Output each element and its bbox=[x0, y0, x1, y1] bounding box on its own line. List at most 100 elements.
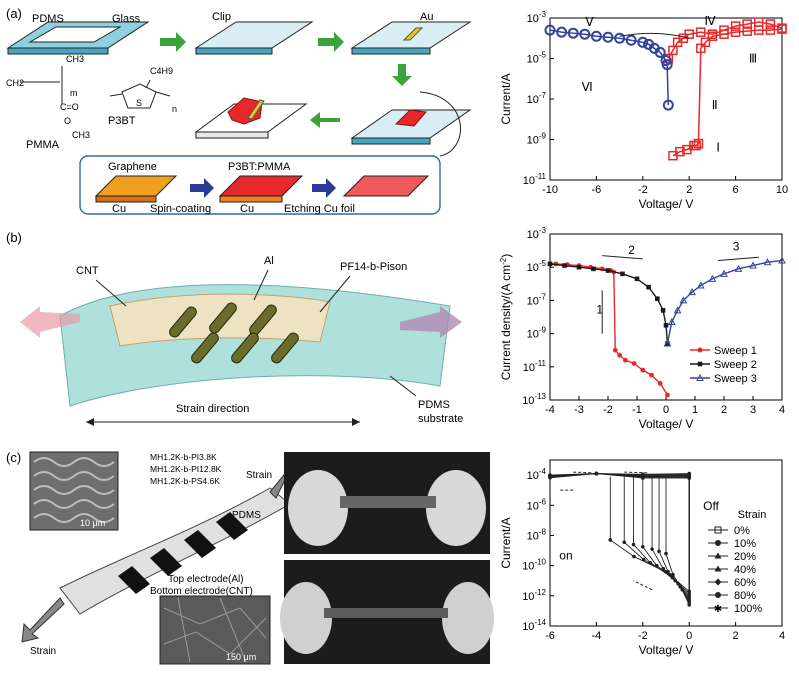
pdms-substrate-label: PDMS bbox=[418, 399, 450, 411]
legend-marker bbox=[714, 578, 722, 586]
electrode-strip bbox=[247, 99, 265, 120]
tick-exponent: -13 bbox=[534, 392, 546, 401]
roman-annotation: Ⅵ bbox=[582, 80, 593, 94]
data-point bbox=[548, 476, 552, 480]
p3bt-label: P3BT bbox=[108, 115, 136, 127]
data-point bbox=[655, 296, 660, 302]
sweep-annotation: 2 bbox=[628, 243, 635, 257]
legend-marker bbox=[697, 361, 703, 367]
electrode-stripe bbox=[216, 512, 248, 540]
chem-m: m bbox=[70, 88, 78, 98]
data-point bbox=[608, 538, 613, 542]
legend-marker bbox=[715, 540, 721, 546]
data-point bbox=[754, 17, 764, 27]
al-electrode bbox=[191, 332, 219, 364]
data-point bbox=[612, 347, 618, 353]
graphene-label: Graphene bbox=[108, 161, 157, 173]
data-point bbox=[765, 19, 776, 29]
pdms-layer bbox=[28, 26, 122, 43]
wrinkle-line bbox=[33, 513, 115, 523]
data-point bbox=[696, 281, 705, 289]
x-tick-label: -1 bbox=[632, 404, 642, 416]
cnt-network bbox=[163, 597, 267, 663]
cnt-label: CNT bbox=[76, 265, 99, 277]
scale-bar-1-label: 10 μm bbox=[80, 518, 105, 528]
al-electrodes bbox=[169, 302, 299, 364]
data-point bbox=[663, 339, 672, 347]
panel-a: (a) PDMS Glass Clip Au CH3 CH2 m C=O O C… bbox=[0, 0, 495, 218]
data-point bbox=[664, 551, 668, 556]
x-tick-label: -2 bbox=[603, 404, 613, 416]
electrode-stripe bbox=[118, 566, 150, 594]
glass-label: Glass bbox=[112, 13, 141, 25]
data-point bbox=[594, 471, 599, 476]
tick-exponent: -11 bbox=[535, 359, 547, 368]
x-tick-label: 10 bbox=[776, 184, 788, 196]
y-tick-label: 10-9 bbox=[527, 132, 547, 147]
y-tick-label: 10-11 bbox=[523, 359, 547, 374]
y-tick-label: 10-5 bbox=[527, 259, 547, 274]
data-point bbox=[679, 296, 688, 304]
off-annotation: Off bbox=[703, 499, 719, 513]
data-point bbox=[742, 26, 752, 36]
data-point bbox=[579, 28, 591, 40]
chem-o: O bbox=[64, 116, 71, 126]
data-point bbox=[602, 31, 614, 43]
arrow-left-icon bbox=[310, 112, 340, 128]
panel-a-schematic: (a) PDMS Glass Clip Au CH3 CH2 m C=O O C… bbox=[6, 6, 472, 215]
cnt-fiber bbox=[163, 617, 267, 655]
y-tick-label: 10-12 bbox=[522, 588, 546, 603]
tick-exponent: -6 bbox=[539, 497, 547, 506]
al-label: Al bbox=[264, 255, 274, 267]
data-point bbox=[622, 540, 627, 545]
glove-left bbox=[288, 470, 348, 546]
data-point bbox=[707, 29, 718, 39]
data-point bbox=[631, 542, 636, 547]
chem-ch3-bottom: CH3 bbox=[72, 130, 90, 140]
data-point bbox=[641, 476, 645, 480]
pdms-label: PDMS bbox=[32, 13, 64, 25]
data-point bbox=[661, 59, 673, 71]
pmma-label: PMMA bbox=[26, 139, 60, 151]
strain-arrow-right-icon bbox=[400, 306, 462, 338]
assembly-edge bbox=[351, 137, 431, 145]
wrinkle-line bbox=[33, 457, 115, 467]
sweep-arrow bbox=[602, 255, 643, 260]
x-tick-label: 3 bbox=[750, 404, 756, 416]
chem-co: C=O bbox=[60, 102, 79, 112]
sweep-annotation: 1 bbox=[596, 303, 603, 317]
wrinkle-line bbox=[33, 499, 115, 509]
data-point bbox=[734, 264, 743, 272]
roman-annotation: Ⅳ bbox=[705, 14, 716, 28]
data-point bbox=[708, 274, 717, 282]
legend-label: 40% bbox=[734, 564, 756, 576]
data-point bbox=[641, 544, 645, 549]
data-point bbox=[646, 284, 651, 290]
tick-exponent: -7 bbox=[539, 292, 547, 301]
etching-label: Etching Cu foil bbox=[284, 203, 355, 215]
panel-label-a: (a) bbox=[6, 6, 22, 21]
x-tick-label: -4 bbox=[545, 404, 555, 416]
thiophene-ring bbox=[121, 83, 157, 109]
legend-label: 10% bbox=[734, 538, 756, 550]
tick-exponent: -14 bbox=[534, 618, 546, 627]
strain-top-label: Strain bbox=[246, 470, 272, 481]
legend-marker bbox=[714, 526, 722, 534]
data-point bbox=[591, 266, 596, 272]
tick-exponent: -3 bbox=[539, 226, 547, 235]
x-axis-label: Voltage/ V bbox=[639, 417, 694, 431]
wrinkle-pattern bbox=[33, 457, 115, 523]
arrowhead-icon bbox=[352, 418, 360, 426]
arrowhead-icon bbox=[86, 418, 94, 426]
data-point bbox=[778, 256, 786, 264]
data-point bbox=[649, 372, 654, 378]
glove-right bbox=[426, 470, 486, 546]
data-point bbox=[719, 25, 729, 35]
data-point bbox=[637, 36, 649, 48]
panel-c: (c) 10 μm 150 μm MH1.2K-b bbox=[0, 448, 495, 668]
clip-label: Clip bbox=[212, 11, 231, 23]
x-axis-label: Voltage/ V bbox=[639, 197, 694, 211]
x-tick-label: 2 bbox=[733, 630, 739, 642]
legend-label: 0% bbox=[734, 525, 750, 537]
